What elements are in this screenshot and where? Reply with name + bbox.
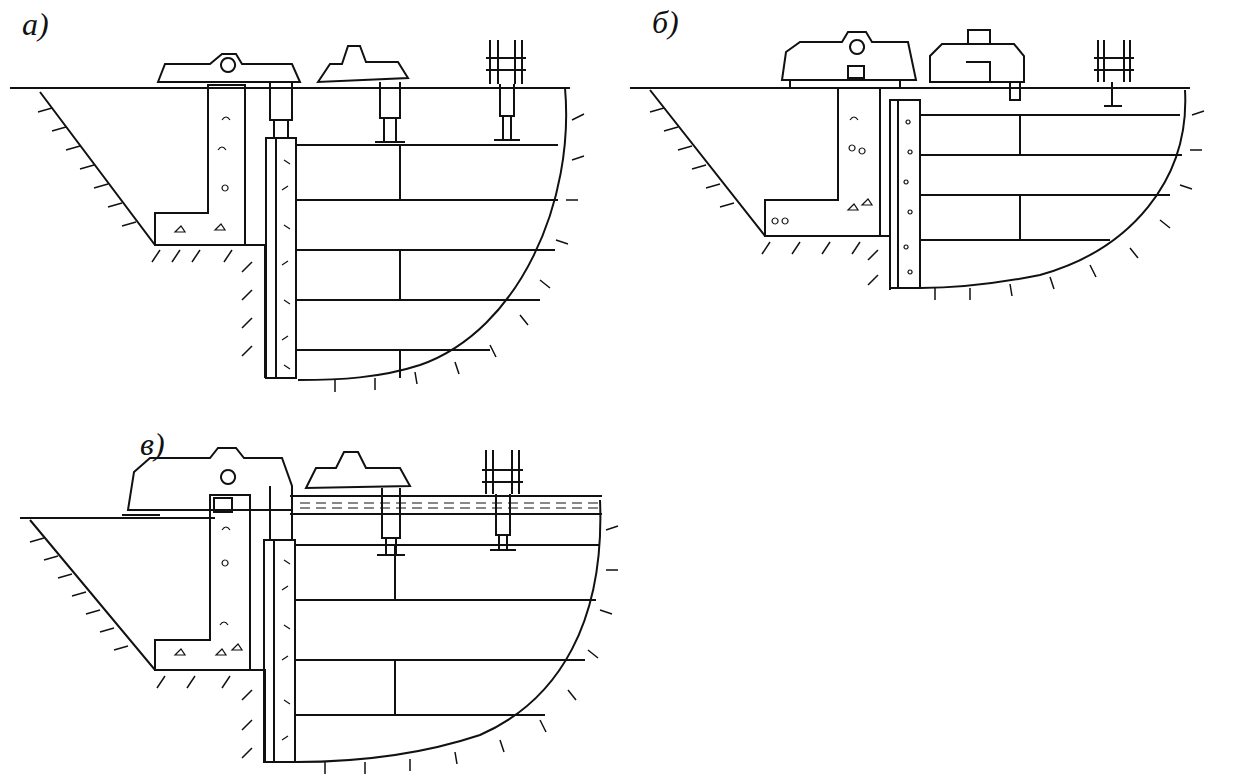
concrete-texture bbox=[175, 117, 230, 232]
retaining-wall bbox=[155, 85, 245, 245]
pile-driver-2 bbox=[318, 46, 408, 142]
pile-texture bbox=[282, 560, 290, 740]
trench-slope bbox=[40, 92, 265, 378]
ground-line bbox=[630, 87, 1190, 89]
block-rows bbox=[920, 115, 1182, 240]
excavation-curve bbox=[298, 88, 566, 380]
panel-b-drawing bbox=[630, 30, 1204, 300]
retaining-wall bbox=[765, 88, 880, 236]
ground-line bbox=[20, 517, 215, 519]
panel-label: в) bbox=[140, 428, 165, 460]
ground-line bbox=[10, 87, 570, 89]
block-rows bbox=[295, 545, 600, 715]
panel-texture bbox=[904, 120, 912, 274]
slope-hatching bbox=[30, 538, 252, 758]
excavation-curve bbox=[920, 90, 1185, 288]
block-rows bbox=[296, 145, 558, 378]
pile-driver-3 bbox=[486, 40, 526, 140]
pile-driver-2 bbox=[306, 452, 410, 555]
pile-driver-3 bbox=[1094, 40, 1134, 106]
pile-driver-3 bbox=[482, 450, 523, 550]
overhead-deck bbox=[290, 496, 602, 514]
slope-hatching bbox=[38, 108, 252, 356]
crane-machine-2 bbox=[930, 30, 1024, 100]
curve-hatching bbox=[935, 111, 1204, 300]
gantry-machine-1 bbox=[782, 32, 916, 88]
panel-label: б) bbox=[652, 6, 679, 38]
panel-a-drawing bbox=[10, 40, 584, 392]
concrete-texture bbox=[772, 117, 872, 224]
trench-slope bbox=[650, 90, 890, 290]
gantry-machine-1 bbox=[158, 54, 300, 138]
gantry-machine-1 bbox=[122, 448, 292, 540]
panel-label: а) bbox=[22, 8, 49, 40]
excavation-curve bbox=[296, 500, 600, 762]
sheet-pile bbox=[266, 138, 296, 378]
slope-hatching bbox=[650, 108, 878, 285]
wall-panel bbox=[890, 100, 920, 288]
curve-hatching bbox=[325, 526, 618, 774]
deck-dashes bbox=[300, 503, 598, 508]
sheet-pile bbox=[264, 540, 295, 762]
trench-slope bbox=[30, 520, 265, 762]
panel-c-drawing bbox=[20, 448, 618, 774]
concrete-texture bbox=[175, 527, 242, 655]
pile-texture bbox=[282, 160, 290, 369]
retaining-wall bbox=[155, 495, 250, 670]
